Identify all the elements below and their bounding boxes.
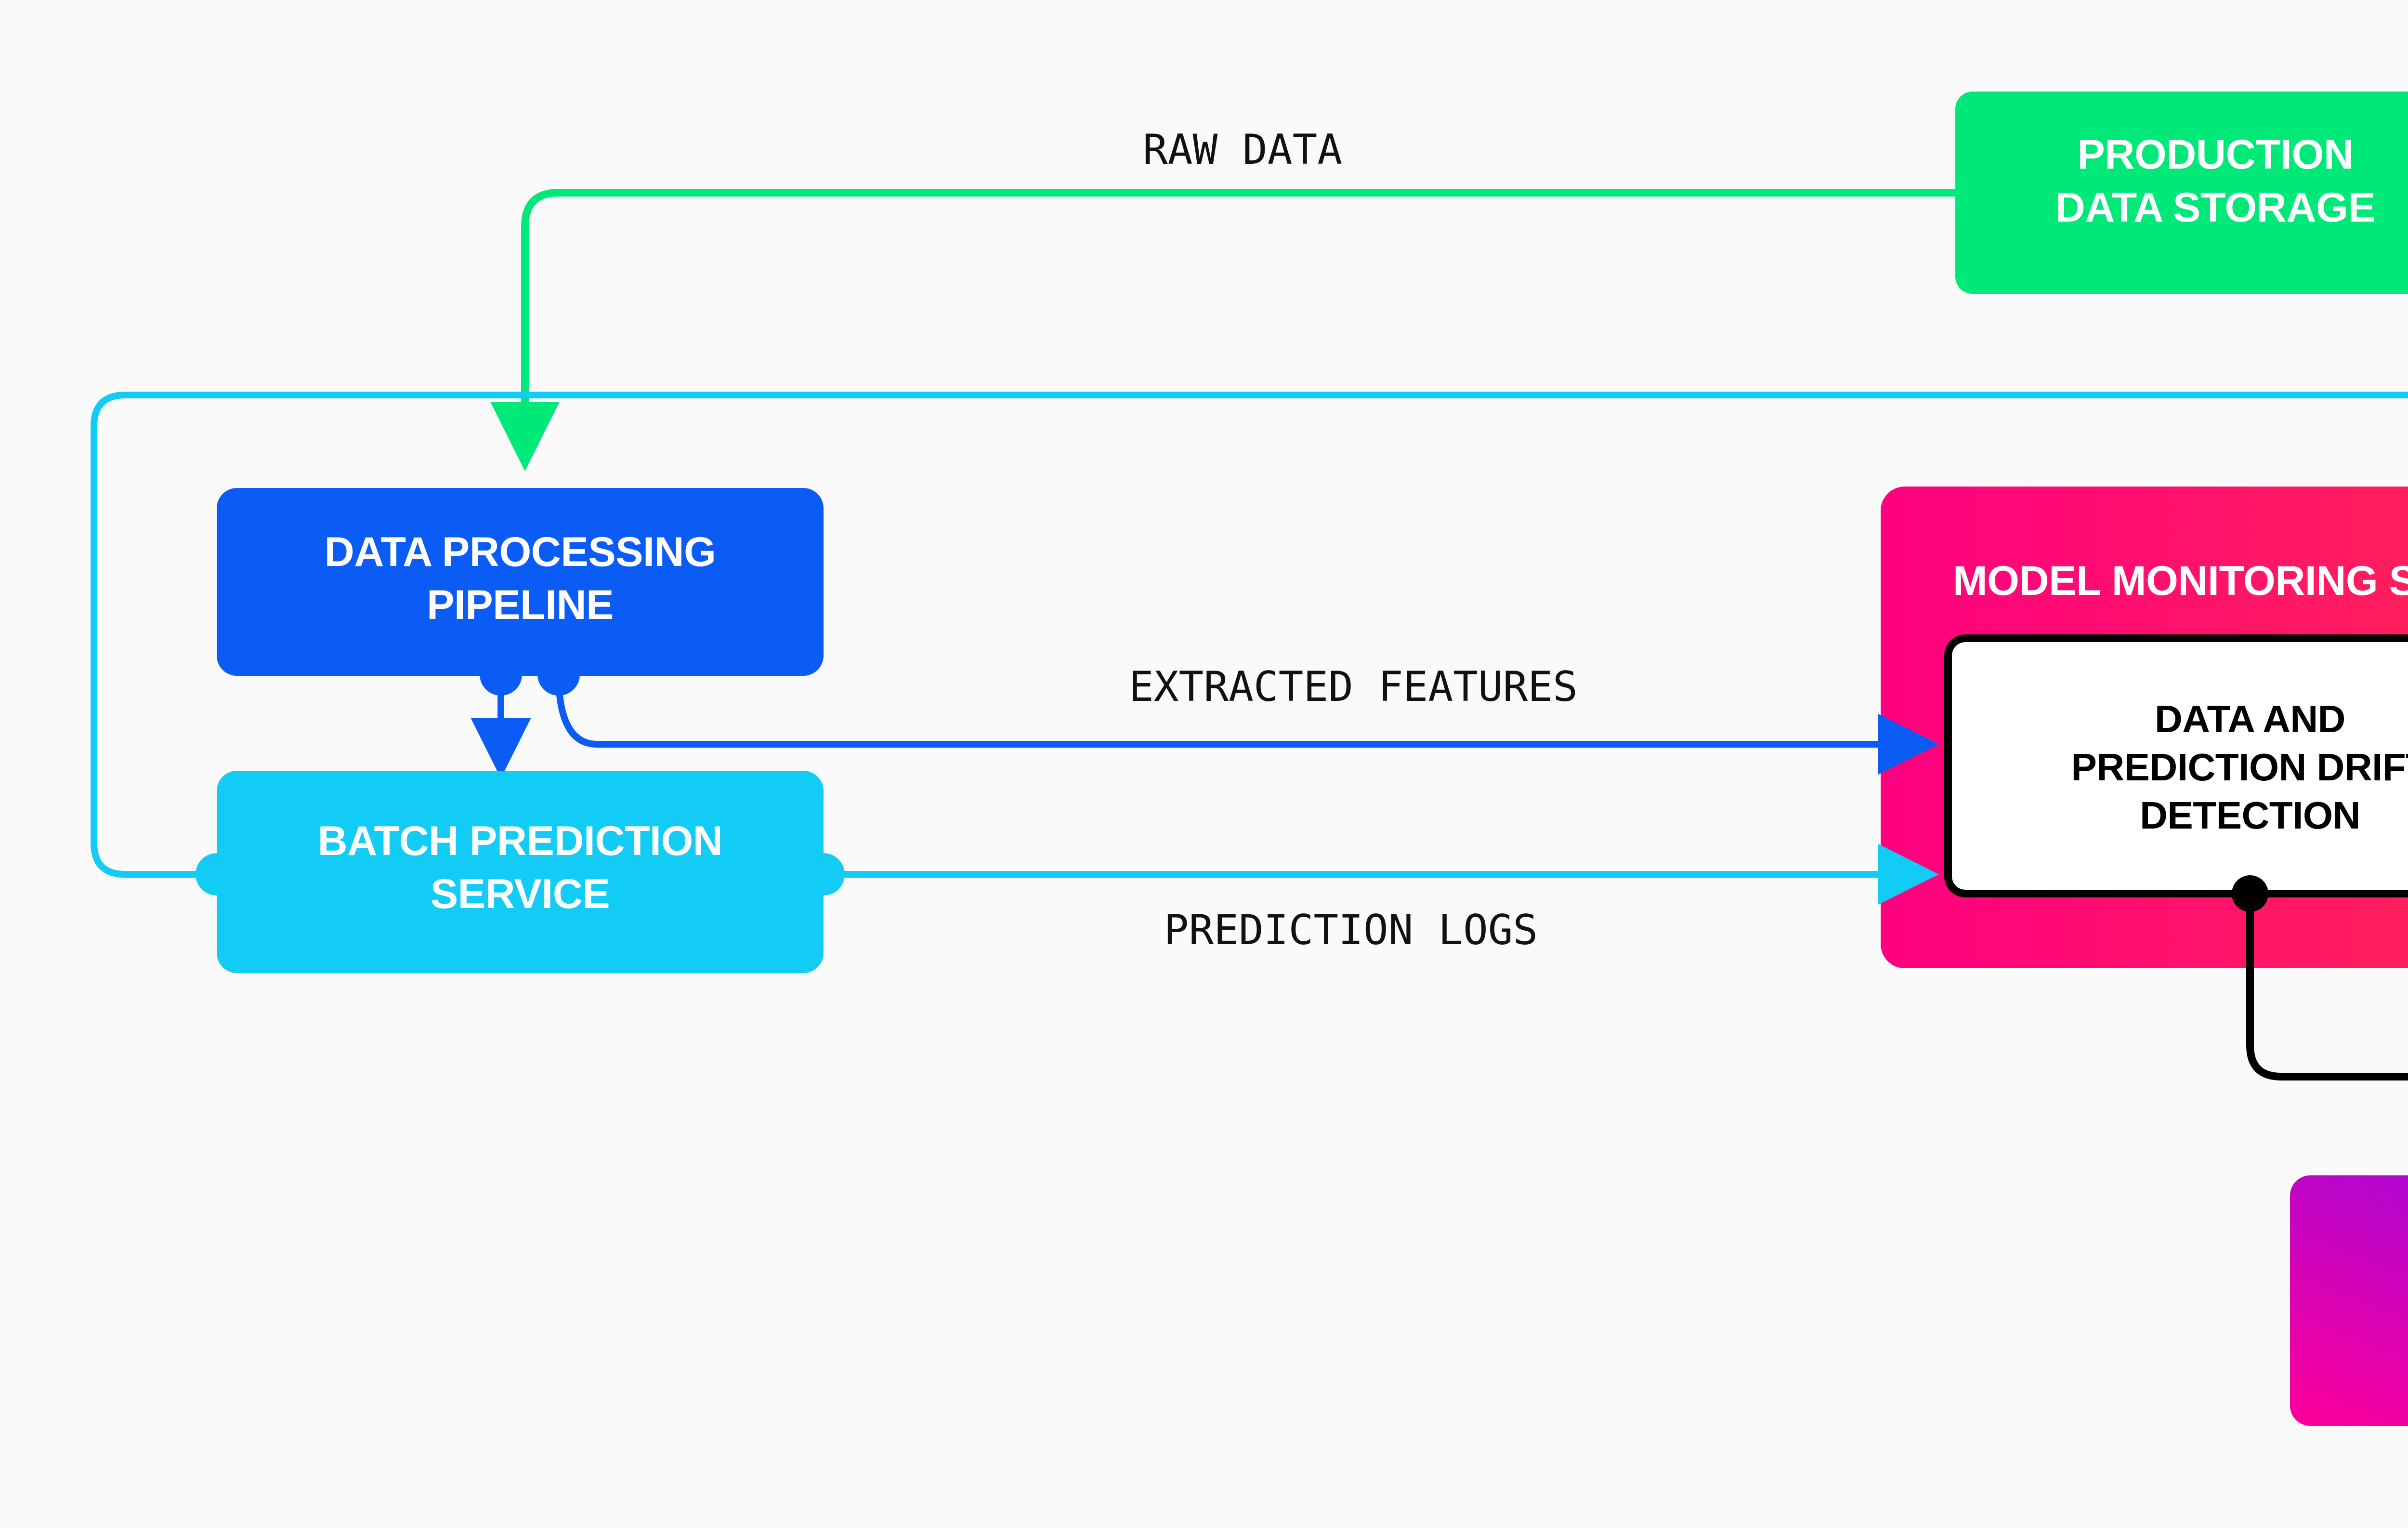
batch-prediction-service-label-line1: BATCH PREDICTION [318, 818, 723, 864]
model-monitoring-service-title: MODEL MONITORING SERVICE [1953, 558, 2408, 604]
node-monitoring-and-visualization-tools[interactable]: MONITORING AND VISUALIZATION TOOLS [2290, 1175, 2408, 1426]
drift-to-tools-line [2246, 894, 2408, 1080]
edge-label-raw-data: RAW DATA [1143, 126, 1342, 174]
model-monitoring-service-header: MODEL MONITORING SERVICE [1953, 558, 2408, 604]
node-batch-prediction-service[interactable]: BATCH PREDICTION SERVICE [217, 771, 824, 973]
batch-prediction-service-shape [217, 771, 824, 973]
data-processing-pipeline-label-line2: PIPELINE [427, 582, 614, 628]
monitoring-and-visualization-tools-shape [2290, 1175, 2408, 1426]
edge-label-extracted-features: EXTRACTED FEATURES [1129, 663, 1578, 711]
raw-data-line [490, 189, 1959, 471]
node-data-processing-pipeline[interactable]: DATA PROCESSING PIPELINE [217, 488, 824, 676]
drift-detection-label-line3: DETECTION [2140, 794, 2360, 837]
data-processing-pipeline-shape [217, 488, 824, 676]
node-production-data-storage[interactable]: PRODUCTION DATA STORAGE [1955, 92, 2408, 294]
production-data-storage-shape [1955, 92, 2408, 294]
edge-drift-to-tools [2232, 875, 2408, 1080]
batch-prediction-service-label-line2: SERVICE [431, 871, 610, 917]
edge-prediction-logs-backtest [91, 392, 2408, 878]
production-data-storage-label-line2: DATA STORAGE [2055, 184, 2376, 231]
edge-raw-data [490, 189, 1959, 471]
prediction-logs-backtest-line [91, 392, 2408, 878]
production-data-storage-label-line1: PRODUCTION [2077, 132, 2353, 178]
node-data-and-prediction-drift-detection[interactable]: DATA AND PREDICTION DRIFT DETECTION [1944, 634, 2408, 897]
drift-detection-label-line2: PREDICTION DRIFT [2071, 746, 2408, 789]
drift-detection-label-line1: DATA AND [2155, 698, 2345, 740]
black-connector-dot-drift [2232, 875, 2268, 912]
data-processing-pipeline-label-line1: DATA PROCESSING [325, 529, 716, 575]
edge-label-prediction-logs: PREDICTION LOGS [1164, 906, 1538, 954]
